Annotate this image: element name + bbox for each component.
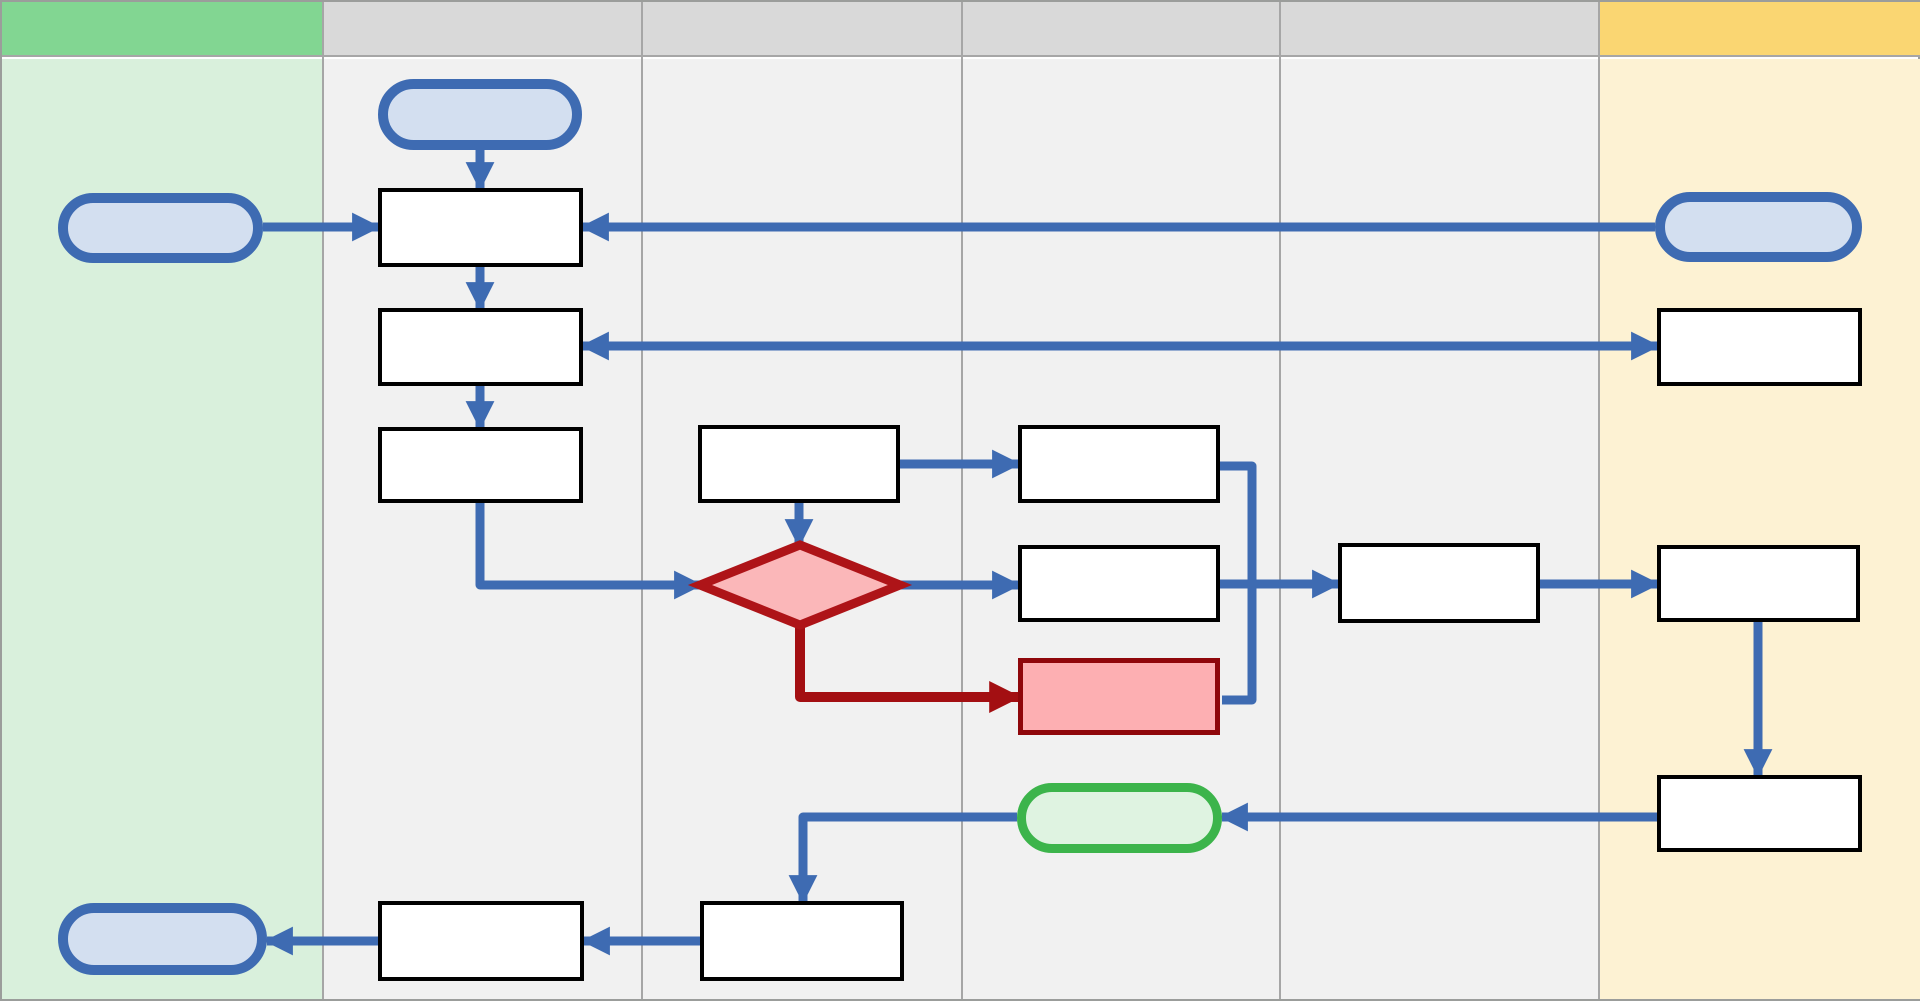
process-l[interactable] <box>378 901 584 981</box>
lane-5-gray <box>1281 2 1600 999</box>
lane-1-green-header <box>2 2 322 57</box>
process-d[interactable] <box>698 425 900 503</box>
terminator-end[interactable] <box>58 903 267 975</box>
lane-4-gray-header <box>963 2 1279 57</box>
process-j[interactable] <box>1657 775 1862 852</box>
process-c[interactable] <box>378 427 583 503</box>
process-b[interactable] <box>378 308 583 386</box>
process-e[interactable] <box>1018 425 1220 503</box>
lane-4-gray <box>963 2 1281 999</box>
flow-success-to-k-arrow[interactable] <box>788 812 1017 904</box>
terminator-input-right[interactable] <box>1655 192 1862 262</box>
process-a[interactable] <box>378 188 583 267</box>
process-k[interactable] <box>700 901 904 981</box>
flow-c-to-decision-arrow[interactable] <box>475 503 703 600</box>
lane-3-gray-header <box>643 2 961 57</box>
terminator-start[interactable] <box>378 79 582 150</box>
process-f[interactable] <box>1018 545 1220 622</box>
terminator-success[interactable] <box>1017 783 1222 853</box>
decision-diamond[interactable] <box>687 540 913 630</box>
process-g[interactable] <box>1338 543 1540 623</box>
process-h[interactable] <box>1657 308 1862 386</box>
lane-6-yellow-header <box>1600 2 1920 57</box>
process-error[interactable] <box>1018 658 1220 735</box>
terminator-input-left[interactable] <box>58 193 263 263</box>
lane-2-gray-header <box>324 2 641 57</box>
flow-decision-to-error-arrow[interactable] <box>795 625 1022 714</box>
process-i[interactable] <box>1657 545 1860 622</box>
lane-5-gray-header <box>1281 2 1598 57</box>
lane-5-gray-body <box>1281 59 1598 999</box>
